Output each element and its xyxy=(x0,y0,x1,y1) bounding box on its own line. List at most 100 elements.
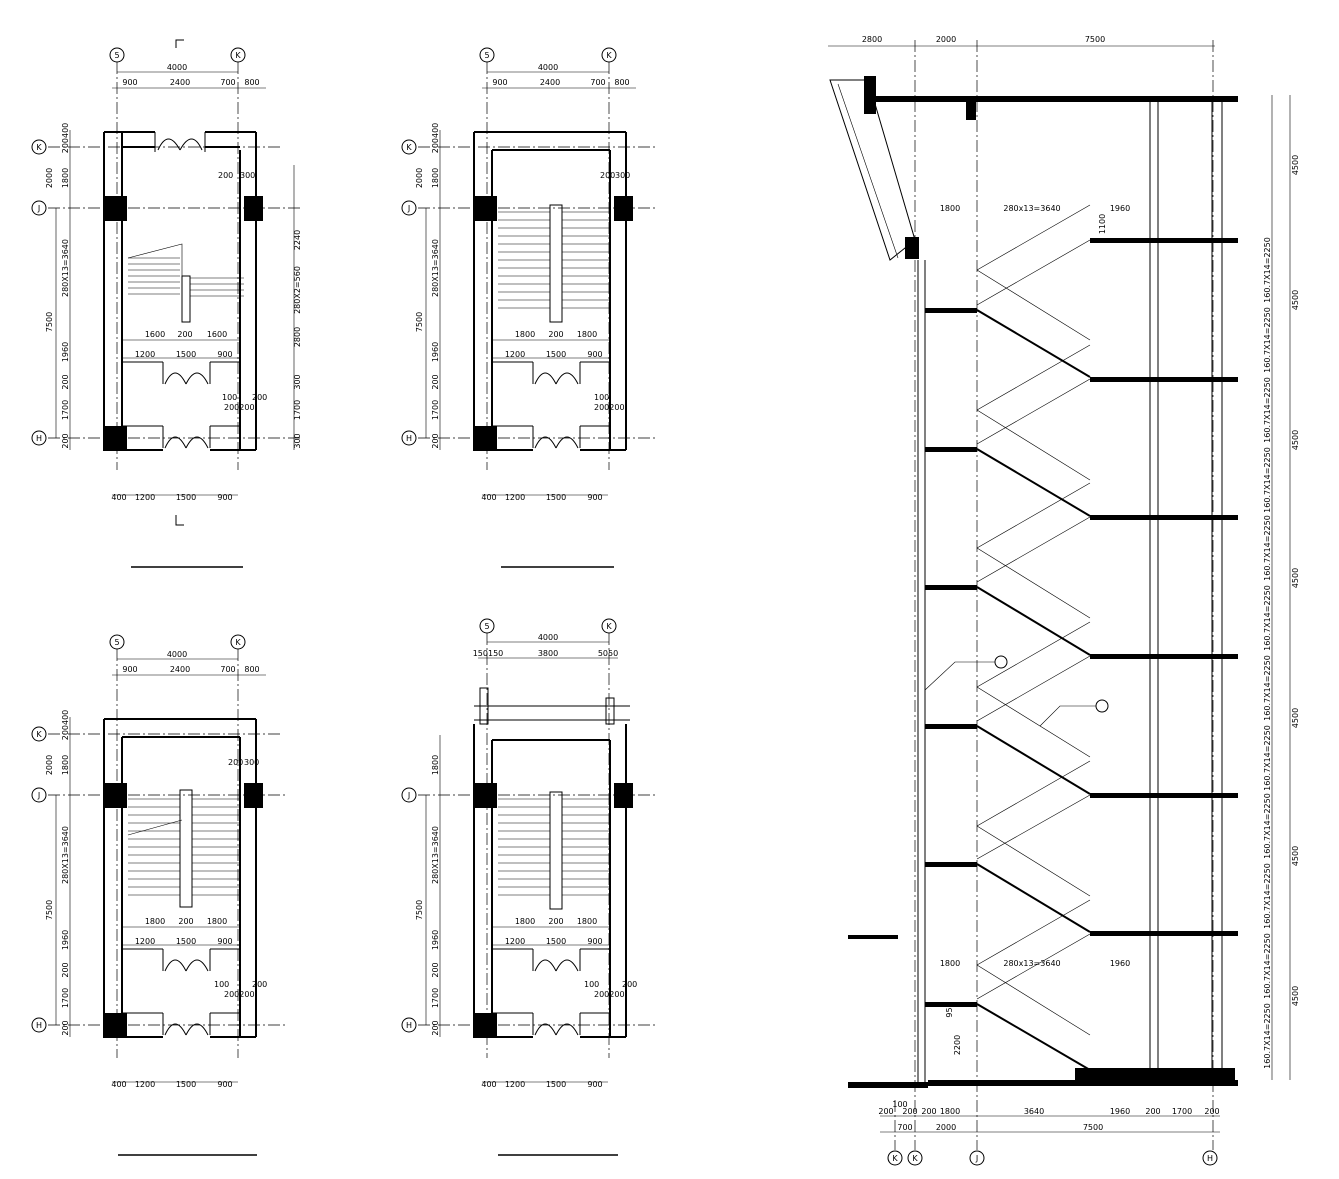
dim-right: 200 xyxy=(600,171,615,180)
dim-left: 2000 xyxy=(45,168,54,188)
dim-inner: 200 xyxy=(178,917,193,926)
dim-right: 2240 xyxy=(293,230,302,250)
dim-inner: 200 xyxy=(177,330,192,339)
dim-inner: 1500 xyxy=(546,937,566,946)
dim-inner: 1800 xyxy=(577,917,597,926)
dim-bottom: 900 xyxy=(217,1080,232,1089)
dim-left: 2000 xyxy=(45,755,54,775)
dim-right: 1700 xyxy=(293,400,302,420)
dim-left: 200 xyxy=(431,433,440,448)
dim-section-bottom: 200 xyxy=(1145,1107,1160,1116)
dim-door: 200 xyxy=(622,980,637,989)
dim-bottom: 400 xyxy=(111,1080,126,1089)
dim-left: 1960 xyxy=(431,930,440,950)
dim-section-bottom: 200 xyxy=(1204,1107,1219,1116)
grid-bubble-5: 5 xyxy=(484,51,489,60)
grid-bubble-j-left: J xyxy=(407,791,410,800)
dim-flight: 160.7X14=2250 xyxy=(1263,725,1272,791)
dim-top-floor: 4500 xyxy=(1291,155,1300,175)
dim-left: 200400 xyxy=(61,123,70,154)
dim-section-bottom: 1700 xyxy=(1172,1107,1192,1116)
dim-bottom: 1200 xyxy=(505,1080,525,1089)
dim-section-bottom: 1800 xyxy=(940,1107,960,1116)
grid-bubble-k-left: K xyxy=(36,143,42,152)
dim-top-part: 900 xyxy=(492,78,507,87)
dim-inner: 1200 xyxy=(135,350,155,359)
grid-bubble-h-left: H xyxy=(36,1021,42,1030)
dim-section-bottom2: 7500 xyxy=(1083,1123,1103,1132)
stair-steps xyxy=(127,243,244,300)
dim-right: 280X2=560 xyxy=(293,266,302,314)
dim-door: 200200 xyxy=(594,403,625,412)
dim-right: 2800 xyxy=(293,327,302,347)
dim-left: 200 xyxy=(61,374,70,389)
stair-steps xyxy=(498,798,610,896)
grid-bubble-j-left: J xyxy=(37,791,40,800)
dim-inner: 1800 xyxy=(515,917,535,926)
grid-bubble-k: K xyxy=(235,638,241,647)
dim-left: 2000 xyxy=(415,168,424,188)
dim-inner: 1500 xyxy=(546,350,566,359)
detail-callout-icon xyxy=(1095,699,1109,713)
right-dim-labels: 160.7X14=2250 4500 160.7X14=2250 160.7X1… xyxy=(1263,237,1300,1069)
dim-inner: 1800 xyxy=(207,917,227,926)
dim-left: 1960 xyxy=(431,342,440,362)
grid-bubble-j-left: J xyxy=(37,204,40,213)
dim-floor: 4500 xyxy=(1291,708,1300,728)
dim-section-stair: 1960 xyxy=(1110,204,1130,213)
dim-section-stair: 1800 xyxy=(940,204,960,213)
dim-flight: 160.7X14=2250 xyxy=(1263,933,1272,999)
grid-bubble-bottom: K xyxy=(892,1154,898,1163)
dim-left: 1700 xyxy=(61,988,70,1008)
dim-bottom: 900 xyxy=(587,493,602,502)
dim-inner: 1800 xyxy=(515,330,535,339)
dim-left: 200 xyxy=(431,374,440,389)
plan-top-left: 5 K 4000 900 2400 700 800 K J H 200400 2… xyxy=(31,39,302,568)
dim-left: 280X13=3640 xyxy=(431,826,440,884)
dim-inner: 900 xyxy=(587,350,602,359)
dim-door: 200200 xyxy=(224,403,255,412)
dim-top-part: 700 xyxy=(220,665,235,674)
dim-top-part: 800 xyxy=(614,78,629,87)
dim-left: 280X13=3640 xyxy=(431,239,440,297)
dim-left: 200 xyxy=(431,1020,440,1035)
dim-flight: 160.7X14=2250 xyxy=(1263,515,1272,581)
dim-inner: 900 xyxy=(217,350,232,359)
dim-top-part: 900 xyxy=(122,78,137,87)
dim-right: 300 xyxy=(293,433,302,448)
dim-left: 200 xyxy=(431,962,440,977)
dim-bottom: 400 xyxy=(481,493,496,502)
dim-floor: 4500 xyxy=(1291,568,1300,588)
dim-bottom: 1500 xyxy=(176,1080,196,1089)
dim-section-bottom2: 700 xyxy=(897,1123,912,1132)
dim-section-stair: 280x13=3640 xyxy=(1003,204,1060,213)
dim-inner: 1200 xyxy=(505,350,525,359)
dim-inner: 1200 xyxy=(135,937,155,946)
dim-inner: 900 xyxy=(587,937,602,946)
grid-bubble-h-left: H xyxy=(406,434,412,443)
grid-bubble-5: 5 xyxy=(114,638,119,647)
dim-inner: 1500 xyxy=(176,350,196,359)
dim-door: 200 xyxy=(252,980,267,989)
dim-top-part: 700 xyxy=(590,78,605,87)
dim-left: 7500 xyxy=(45,312,54,332)
dim-top-total: 4000 xyxy=(167,650,187,659)
dim-left: 1800 xyxy=(431,168,440,188)
dim-flight: 160.7X14=2250 xyxy=(1263,237,1272,303)
dim-right: 300 xyxy=(240,171,255,180)
dim-top-total: 4000 xyxy=(167,63,187,72)
grid-bubble-k: K xyxy=(235,51,241,60)
stair-section: 2800 2000 7500 xyxy=(828,35,1300,1166)
dim-left: 1700 xyxy=(61,400,70,420)
dim-door-height: 2200 xyxy=(953,1035,962,1055)
dim-left: 200400 xyxy=(431,123,440,154)
grid-bubble-5: 5 xyxy=(114,51,119,60)
dim-section-stair: 1800 xyxy=(940,959,960,968)
grid-bubble-bottom: H xyxy=(1207,1154,1213,1163)
dim-bottom: 400 xyxy=(481,1080,496,1089)
dim-flight: 160.7X14=2250 xyxy=(1263,863,1272,929)
dim-door: 100 xyxy=(214,980,229,989)
dim-inner: 200 xyxy=(548,330,563,339)
dim-flight: 160.7X14=2250 xyxy=(1263,793,1272,859)
dim-right: 200 xyxy=(228,758,243,767)
